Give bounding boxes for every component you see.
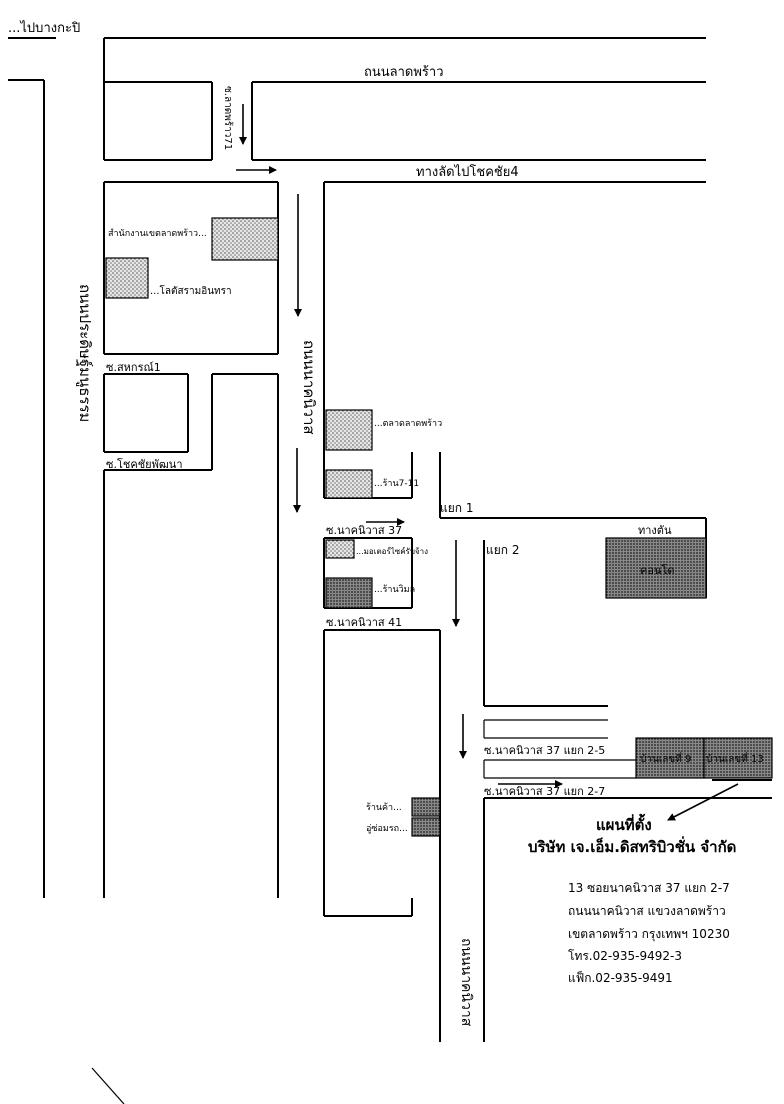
address-line1: 13 ซอยนาคนิวาส 37 แยก 2-7 [568, 881, 730, 895]
map-title: แผนที่ตั้ง [596, 813, 652, 834]
label-soi-nakniwat37: ซ.นาคนิวาส 37 [326, 524, 402, 537]
label-shortcut-chokchai4: ทางลัดไปโชคชัย4 [416, 164, 519, 180]
label-soi-2-7: ซ.นาคนิวาส 37 แยก 2-7 [484, 785, 605, 798]
label-bottom-vertical-road: ถนนนาคนิวาส [458, 938, 474, 1027]
road-lines [8, 37, 772, 1042]
house-9-building [635, 737, 705, 779]
label-soi-chokchai-pattana: ซ.โชคชัยพัฒนา [106, 457, 183, 471]
label-soi-ladprao71: ซ.ลาดพร้าว71 [222, 86, 234, 150]
address-block: แผนที่ตั้ง บริษัท เจ.เอ็ม.ดิสทริบิวชั่น … [528, 813, 736, 985]
label-shop: ร้านค้า... [366, 802, 402, 813]
label-win-shop: ...ร้านวิมล [374, 584, 415, 595]
address-line3: เขตลาดพร้าว กรุงเทพฯ 10230 [568, 927, 730, 942]
label-middle-vertical-road: ถนนนาคนิวาส [300, 340, 318, 435]
label-intersection2: แยก 2 [486, 543, 519, 557]
label-soi-sahakorn1: ซ.สหกรณ์1 [106, 361, 161, 374]
label-garage: อู่ซ่อมรถ... [366, 824, 408, 834]
win-shop-building [325, 577, 373, 609]
label-motorbike: ...มอเตอร์ไซค์รับจ้าง [356, 546, 428, 556]
label-left-vertical-road: ถนนประดิษฐ์มนูธรรม [76, 284, 94, 422]
address-phone: โทร.02-935-9492-3 [568, 949, 682, 963]
motorbike-building [325, 539, 355, 559]
company-name: บริษัท เจ.เอ็ม.ดิสทริบิวชั่น จำกัด [528, 836, 736, 856]
address-line2: ถนนนาคนิวาส แขวงลาดพร้าว [568, 904, 726, 918]
label-house-13: บ้านเลขที่ 13 [706, 751, 764, 765]
district-office-building [211, 217, 279, 261]
label-district-office: สำนักงานเขตลาดพร้าว... [108, 228, 207, 239]
label-market: ...ตลาดลาดพร้าว [374, 418, 442, 429]
label-house-9: บ้านเลขที่ 9 [640, 751, 691, 765]
label-to-bang-kapi: ...ไปบางกะปิ [8, 20, 80, 36]
seven-eleven-building [325, 469, 373, 499]
shop-building [411, 797, 441, 817]
garage-building [411, 817, 441, 837]
arrow-to-house [667, 783, 739, 821]
direction-arrows [236, 104, 739, 821]
label-seven-eleven: ...ร้าน7-11 [374, 478, 419, 489]
scan-mark [91, 1067, 125, 1104]
condo-building [605, 537, 707, 599]
label-ladprao-road: ถนนลาดพร้าว [364, 65, 444, 80]
lotus-building [105, 257, 149, 299]
market-building [325, 409, 373, 451]
house-13-building [703, 737, 773, 779]
label-condo: คอนโด [640, 563, 675, 577]
label-soi-nakniwat41: ซ.นาคนิวาส 41 [326, 616, 402, 629]
label-lotus: ...โลตัสรามอินทรา [150, 284, 232, 297]
label-dead-end: ทางตัน [638, 524, 672, 537]
buildings [105, 217, 773, 837]
label-intersection1: แยก 1 [440, 501, 473, 515]
address-fax: แฟ็ก.02-935-9491 [568, 970, 673, 985]
label-soi-2-5: ซ.นาคนิวาส 37 แยก 2-5 [484, 744, 605, 757]
